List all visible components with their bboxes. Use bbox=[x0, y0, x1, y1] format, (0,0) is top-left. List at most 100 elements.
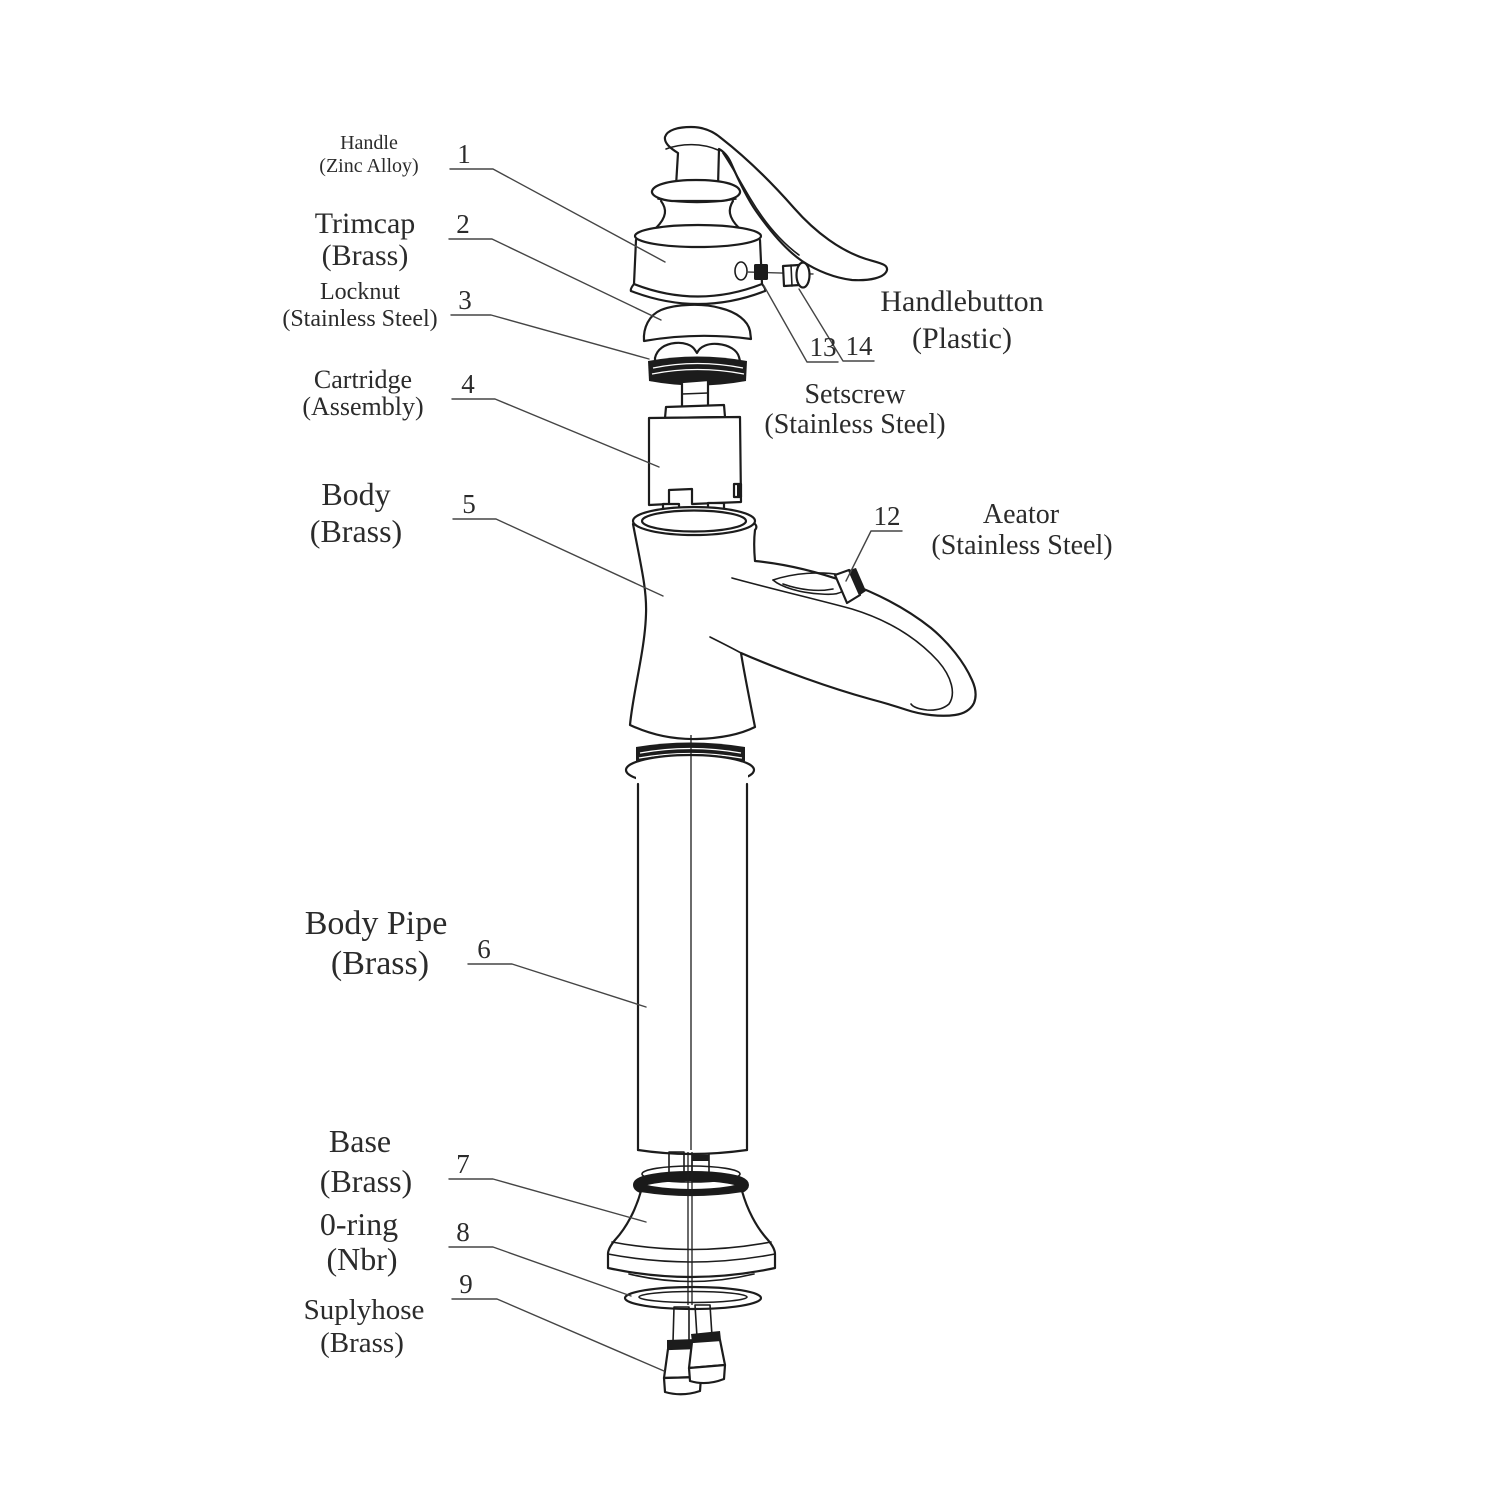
label-body-name: Body bbox=[321, 476, 390, 512]
callout-7: 7 bbox=[456, 1149, 470, 1179]
label-handlebutton-material: (Plastic) bbox=[912, 322, 1012, 355]
callout-6: 6 bbox=[477, 934, 491, 964]
callout-4: 4 bbox=[461, 369, 475, 399]
locknut-top-lumps bbox=[653, 341, 742, 363]
center-axis-lines bbox=[687, 735, 693, 1305]
leader-4 bbox=[451, 398, 660, 468]
skirt-top-ellipse bbox=[633, 223, 763, 249]
leader-3 bbox=[450, 314, 650, 360]
leader-5 bbox=[452, 518, 664, 597]
label-setscrew-name: Setscrew bbox=[804, 379, 906, 410]
body-pipe-drawing bbox=[636, 772, 749, 1156]
leader-8 bbox=[448, 1246, 632, 1297]
label-handlebutton-name: Handlebutton bbox=[880, 285, 1043, 318]
label-suplyhose-name: Suplyhose bbox=[304, 1294, 425, 1326]
body-top-opening-inner bbox=[640, 509, 748, 533]
leader-7 bbox=[448, 1178, 647, 1223]
callout-5: 5 bbox=[462, 489, 476, 519]
oring-drawing bbox=[623, 1285, 763, 1311]
callout-1: 1 bbox=[457, 139, 471, 169]
cartridge-stem-line bbox=[681, 392, 709, 395]
label-cartridge-name: Cartridge bbox=[314, 365, 412, 394]
handle-crest-line bbox=[665, 143, 719, 151]
label-aeator-name: Aeator bbox=[983, 499, 1060, 530]
setscrew-hardware-drawing bbox=[734, 261, 814, 289]
label-bodypipe-name: Body Pipe bbox=[305, 905, 448, 942]
hose-right-cap bbox=[687, 1363, 727, 1385]
hose-right-connector bbox=[687, 1338, 727, 1370]
pipe-fill bbox=[636, 772, 748, 1155]
locknut-drawing bbox=[648, 341, 747, 386]
base-top-ring bbox=[641, 1165, 741, 1183]
leader-2 bbox=[448, 238, 662, 321]
leader-9 bbox=[451, 1298, 665, 1372]
base-ring-line-1 bbox=[611, 1241, 772, 1251]
handlebutton-flange bbox=[795, 261, 811, 289]
label-handle-material: (Zinc Alloy) bbox=[319, 155, 418, 177]
skirt-fill bbox=[632, 238, 764, 299]
faucet-body-drawing bbox=[628, 505, 977, 741]
hose-left-tube bbox=[672, 1306, 690, 1343]
cartridge-side-tab-mark bbox=[737, 485, 740, 496]
locknut-thread-band bbox=[648, 356, 747, 386]
oring-outer bbox=[623, 1285, 763, 1311]
label-trimcap-material: (Brass) bbox=[322, 239, 409, 272]
label-locknut-material: (Stainless Steel) bbox=[282, 306, 437, 332]
aerator-band-dark bbox=[849, 568, 866, 595]
label-suplyhose-material: (Brass) bbox=[320, 1327, 404, 1359]
hose-left-band bbox=[667, 1339, 697, 1349]
spout-channel-floor bbox=[782, 583, 834, 592]
setscrew-hole bbox=[734, 261, 748, 281]
label-trimcap-name: Trimcap bbox=[315, 207, 416, 240]
trimcap-drawing bbox=[642, 303, 753, 343]
spout-underside-crease bbox=[709, 636, 742, 654]
callout-9: 9 bbox=[459, 1269, 473, 1299]
label-body-material: (Brass) bbox=[310, 513, 402, 549]
neck-bead bbox=[650, 178, 742, 203]
base-black-ring bbox=[633, 1171, 749, 1199]
supply-hose-drawing bbox=[662, 1304, 727, 1396]
leader-6 bbox=[467, 963, 647, 1008]
base-bottom-lip bbox=[628, 1273, 755, 1283]
neck-waist-left bbox=[654, 199, 667, 230]
callout-13: 13 bbox=[810, 332, 837, 362]
leader-14 bbox=[798, 288, 875, 362]
handle-lever-outline bbox=[663, 125, 889, 282]
handle-neck-drawing bbox=[650, 178, 742, 230]
setscrew-drawing bbox=[754, 264, 768, 280]
label-oring-name: 0-ring bbox=[320, 1206, 398, 1242]
cartridge-drawing bbox=[647, 378, 743, 515]
locknut-thread-groove-2 bbox=[651, 368, 745, 375]
label-bodypipe-material: (Brass) bbox=[331, 945, 429, 982]
leader-13 bbox=[763, 285, 839, 363]
body-spout-outline bbox=[628, 511, 977, 741]
callout-8: 8 bbox=[456, 1217, 470, 1247]
leader-12 bbox=[845, 530, 903, 582]
spout-channel-lower-lip bbox=[772, 579, 844, 596]
label-locknut-name: Locknut bbox=[320, 279, 400, 305]
callout-3: 3 bbox=[458, 285, 472, 315]
hose-right-band bbox=[691, 1331, 721, 1342]
locknut-thread-groove-1 bbox=[652, 362, 744, 369]
callout-14: 14 bbox=[846, 331, 874, 361]
pipe-thread-groove-1 bbox=[639, 747, 742, 754]
callout-12: 12 bbox=[874, 501, 901, 531]
part-labels: Handle (Zinc Alloy) Trimcap (Brass) Lock… bbox=[282, 132, 1112, 1359]
label-handle-name: Handle bbox=[340, 132, 398, 154]
leader-1 bbox=[449, 168, 666, 263]
callout-numbers: 1 2 3 4 5 6 7 8 9 12 13 14 bbox=[456, 139, 900, 1299]
cartridge-body bbox=[647, 415, 743, 507]
cartridge-collar bbox=[663, 403, 727, 420]
label-cartridge-material: (Assembly) bbox=[302, 392, 423, 421]
neck-waist-right bbox=[728, 199, 741, 230]
leader-lines bbox=[448, 168, 903, 1372]
spout-near-lip bbox=[731, 577, 954, 711]
handle-blade-edge-line bbox=[722, 152, 800, 256]
base-ring-line-2 bbox=[607, 1253, 776, 1263]
handle-lever-drawing bbox=[663, 125, 889, 282]
label-base-name: Base bbox=[329, 1123, 391, 1159]
stub-right-band bbox=[692, 1155, 709, 1161]
label-oring-material: (Nbr) bbox=[326, 1241, 397, 1277]
